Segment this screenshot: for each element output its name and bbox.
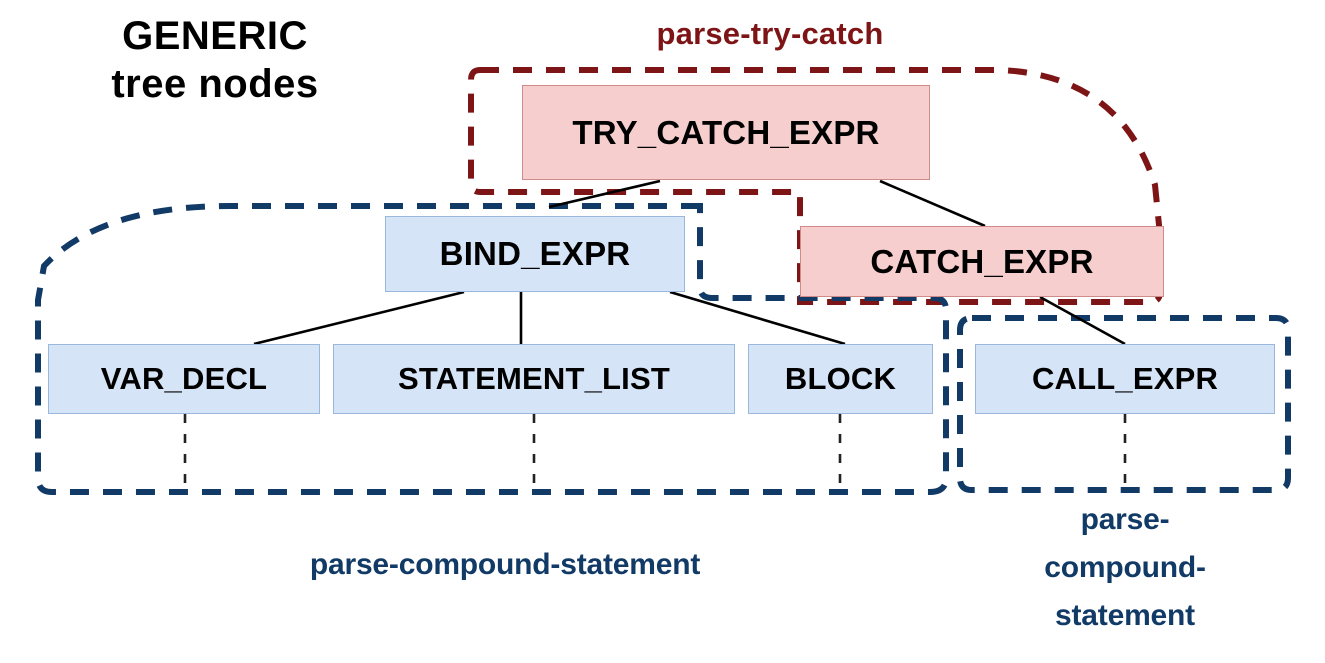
node-var-decl[interactable]: VAR_DECL <box>48 344 320 414</box>
node-var-decl-label: VAR_DECL <box>100 361 268 396</box>
group-label-parse-compound-statement-right-line-1: parse- <box>1080 503 1170 536</box>
page-title-line-2: tree nodes <box>111 62 319 106</box>
node-catch-expr-label: CATCH_EXPR <box>870 242 1094 280</box>
group-label-parse-compound-statement-right-line-2: compound- <box>1044 551 1206 584</box>
edge-bind-expr-to-block <box>669 290 846 346</box>
group-label-parse-try-catch: parse-try-catch <box>656 16 884 51</box>
node-bind-expr-label: BIND_EXPR <box>439 235 631 272</box>
node-catch-expr[interactable]: CATCH_EXPR <box>800 226 1164 297</box>
edge-catch-expr-to-call-expr <box>1039 295 1126 346</box>
node-try-catch-expr-label: TRY_CATCH_EXPR <box>572 113 880 151</box>
node-call-expr[interactable]: CALL_EXPR <box>975 344 1275 414</box>
node-statement-list-label: STATEMENT_LIST <box>397 361 671 396</box>
edge-try-catch-expr-to-bind-expr <box>548 179 661 209</box>
edge-bind-expr-to-var-decl <box>253 290 465 346</box>
group-label-parse-compound-statement-right-line-3: statement <box>1055 599 1195 632</box>
group-label-parse-compound-statement-left: parse-compound-statement <box>309 548 701 581</box>
edge-try-catch-expr-to-catch-expr <box>879 179 986 228</box>
node-call-expr-label: CALL_EXPR <box>1031 361 1219 396</box>
node-block[interactable]: BLOCK <box>748 344 933 414</box>
page-title-line-1: GENERIC <box>122 14 308 58</box>
node-block-label: BLOCK <box>784 361 897 396</box>
node-bind-expr[interactable]: BIND_EXPR <box>385 216 685 292</box>
node-statement-list[interactable]: STATEMENT_LIST <box>333 344 735 414</box>
node-try-catch-expr[interactable]: TRY_CATCH_EXPR <box>522 85 930 180</box>
